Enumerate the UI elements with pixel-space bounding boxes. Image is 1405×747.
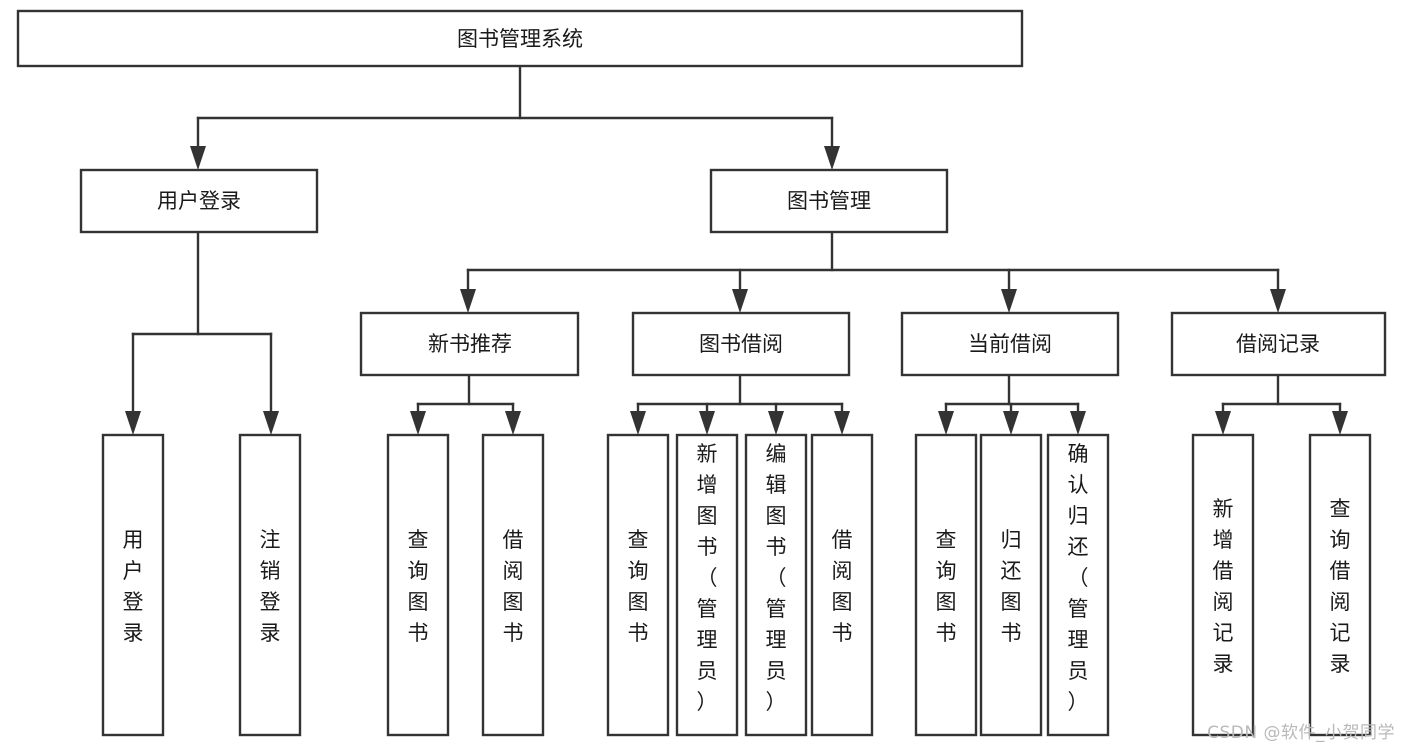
leaf-label-1: 注销登录: [260, 528, 281, 645]
connector-layer: [125, 64, 1348, 435]
arrow-leaf-query-record: [1332, 411, 1348, 435]
leaf-node-11[interactable]: 新增借阅记录: [1191, 433, 1255, 737]
node-box-book-borrow[interactable]: [631, 311, 851, 377]
leaf-box-11[interactable]: [1191, 433, 1255, 737]
arrow-to-user-login: [190, 146, 206, 170]
arrow-leaf-query-book-2: [630, 411, 646, 435]
leaf-node-3[interactable]: 借阅图书: [481, 433, 545, 737]
node-borrow-record[interactable]: 借阅记录: [1170, 311, 1387, 377]
arrow-leaf-add-book: [699, 411, 715, 435]
node-current-borrow[interactable]: 当前借阅: [900, 311, 1120, 377]
node-book-management[interactable]: 图书管理: [709, 168, 949, 234]
arrow-to-book-borrow: [732, 289, 748, 313]
leaf-node-8[interactable]: 查询图书: [914, 433, 978, 737]
leaf-box-3[interactable]: [481, 433, 545, 737]
node-box-current-borrow[interactable]: [900, 311, 1120, 377]
node-book-borrow[interactable]: 图书借阅: [631, 311, 851, 377]
node-label-borrow-record: 借阅记录: [1236, 332, 1320, 356]
arrow-leaf-confirm-return: [1070, 411, 1086, 435]
leaf-node-12[interactable]: 查询借阅记录: [1308, 433, 1372, 737]
leaf-label-3: 借阅图书: [503, 528, 524, 645]
leaf-box-0[interactable]: [101, 433, 165, 737]
leaf-label-11: 新增借阅记录: [1213, 497, 1234, 676]
leaf-node-4[interactable]: 查询图书: [606, 433, 670, 737]
leaf-label-8: 查询图书: [936, 528, 957, 645]
leaf-box-9[interactable]: [979, 433, 1043, 737]
node-box-user-login[interactable]: [79, 168, 319, 234]
arrow-leaf-user-login: [125, 411, 141, 435]
arrow-leaf-add-record: [1215, 411, 1231, 435]
leaf-node-0[interactable]: 用户登录: [101, 433, 165, 737]
leaf-box-5[interactable]: [675, 433, 739, 737]
leaf-box-10[interactable]: [1046, 433, 1110, 737]
node-new-book-recommend[interactable]: 新书推荐: [359, 311, 580, 377]
node-label-current-borrow: 当前借阅: [968, 332, 1052, 356]
leaf-box-12[interactable]: [1308, 433, 1372, 737]
leaf-label-12: 查询借阅记录: [1330, 497, 1351, 676]
node-box-book-management[interactable]: [709, 168, 949, 234]
node-system-root[interactable]: 图书管理系统: [16, 9, 1024, 68]
node-label-system-root: 图书管理系统: [457, 27, 583, 51]
arrow-leaf-logout: [263, 411, 279, 435]
node-box-system-root[interactable]: [16, 9, 1024, 68]
leaf-label-10: 确认归还（管理员）: [1068, 442, 1089, 714]
leaf-box-2[interactable]: [386, 433, 450, 737]
arrow-leaf-borrow-book-2: [834, 411, 850, 435]
arrow-to-current-borrow: [1001, 289, 1017, 313]
arrow-to-book-manage: [824, 146, 840, 170]
leaf-node-9[interactable]: 归还图书: [979, 433, 1043, 737]
watermark-label: CSDN @软件_小贺同学: [1207, 723, 1395, 743]
leaf-node-7[interactable]: 借阅图书: [810, 433, 874, 737]
leaf-label-5: 新增图书（管理员）: [697, 442, 718, 714]
leaf-node-5[interactable]: 新增图书（管理员）: [675, 433, 739, 737]
leaf-node-1[interactable]: 注销登录: [238, 433, 302, 737]
leaf-box-1[interactable]: [238, 433, 302, 737]
node-label-user-login: 用户登录: [157, 189, 241, 213]
leaf-node-10[interactable]: 确认归还（管理员）: [1046, 433, 1110, 737]
leaf-box-4[interactable]: [606, 433, 670, 737]
leaf-box-8[interactable]: [914, 433, 978, 737]
leaf-label-4: 查询图书: [628, 528, 649, 645]
node-label-new-book-recommend: 新书推荐: [428, 332, 512, 356]
node-box-borrow-record[interactable]: [1170, 311, 1387, 377]
node-label-book-borrow: 图书借阅: [699, 332, 783, 356]
leaf-label-7: 借阅图书: [832, 528, 853, 645]
arrow-leaf-return-book: [1003, 411, 1019, 435]
node-user-login[interactable]: 用户登录: [79, 168, 319, 234]
leaf-label-6: 编辑图书（管理员）: [766, 442, 787, 714]
leaf-label-0: 用户登录: [123, 528, 144, 645]
arrow-leaf-edit-book: [768, 411, 784, 435]
leaf-label-2: 查询图书: [408, 528, 429, 645]
node-label-book-management: 图书管理: [787, 189, 871, 213]
leaf-box-7[interactable]: [810, 433, 874, 737]
leaf-label-9: 归还图书: [1001, 528, 1022, 645]
arrow-leaf-query-book-1: [410, 411, 426, 435]
leaf-node-2[interactable]: 查询图书: [386, 433, 450, 737]
arrow-leaf-borrow-book-1: [505, 411, 521, 435]
leaf-node-6[interactable]: 编辑图书（管理员）: [744, 433, 808, 737]
arrow-to-borrow-record: [1270, 289, 1286, 313]
leaf-box-6[interactable]: [744, 433, 808, 737]
arrow-to-new-book: [460, 289, 476, 313]
arrow-leaf-query-book-3: [938, 411, 954, 435]
leaf-node-layer: 用户登录 注销登录 查询图书 借阅图书 查询图书 新增图书（管理员） 编辑图书（管理员） 借阅…: [101, 433, 1372, 737]
node-box-new-book-recommend[interactable]: [359, 311, 580, 377]
